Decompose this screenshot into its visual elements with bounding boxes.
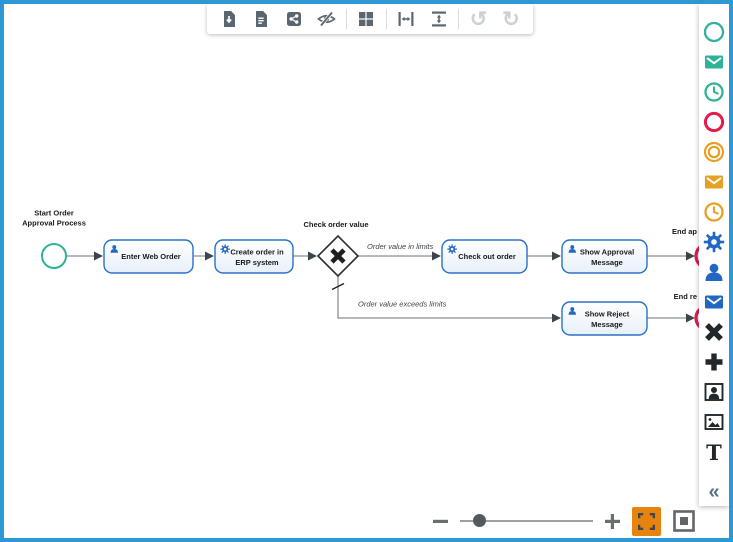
flow-label-exceeds-limits: Order value exceeds limits (358, 300, 447, 309)
palette-message-intermediate-event[interactable] (702, 170, 726, 194)
task-label: Show Approval (580, 248, 634, 257)
bpmn-canvas[interactable]: Start Order Approval Process Enter Web O… (4, 4, 729, 538)
redo-button[interactable]: ↻ (498, 6, 524, 32)
task-show-reject-message[interactable]: Show Reject Message (561, 301, 648, 336)
undo-button[interactable]: ↺ (466, 6, 492, 32)
flow-gateway-to-reject (337, 276, 561, 323)
timer-intermediate-icon (704, 202, 724, 222)
distribute-horizontal-button[interactable] (393, 6, 419, 32)
end-event-approval-label: End ap (672, 227, 697, 236)
undo-icon: ↺ (469, 7, 488, 31)
grid-layout-button[interactable] (353, 6, 379, 32)
share-icon (286, 12, 301, 26)
distribute-horizontal-icon (398, 12, 414, 26)
fit-screen-icon (638, 512, 655, 530)
palette-exclusive-gateway[interactable] (702, 320, 726, 344)
grid-icon (359, 12, 374, 26)
collapse-icon: « (708, 481, 720, 503)
palette-intermediate-event[interactable] (702, 140, 726, 164)
zoom-slider-knob[interactable] (473, 514, 486, 527)
export-document-button[interactable] (216, 6, 242, 32)
image-icon (704, 414, 724, 430)
zoom-in-button[interactable] (604, 513, 621, 530)
report-document-button[interactable] (248, 6, 274, 32)
task-label: Show Reject (585, 310, 630, 319)
toolbar-separator (385, 9, 387, 29)
task-enter-web-order[interactable]: Enter Web Order (103, 239, 194, 274)
gear-icon (703, 231, 725, 253)
sequence-flows[interactable] (66, 251, 695, 323)
palette-start-event[interactable] (702, 20, 726, 44)
gear-icon (447, 244, 457, 254)
task-label: Check out order (458, 252, 516, 261)
report-document-icon (256, 11, 268, 27)
palette-parallel-gateway[interactable] (702, 350, 726, 374)
palette-user-task[interactable] (702, 260, 726, 284)
task-label: Create order in (230, 248, 284, 257)
start-event-node[interactable] (41, 243, 67, 269)
end-event-reject-label: End re (674, 292, 697, 301)
start-event-label: Approval Process (22, 219, 86, 228)
palette-image[interactable] (702, 410, 726, 434)
start-event-icon (703, 21, 725, 43)
palette-timer-intermediate-event[interactable] (702, 200, 726, 224)
intermediate-event-icon (703, 141, 725, 163)
minus-icon (433, 519, 448, 523)
exclusive-gateway-node[interactable] (316, 234, 360, 278)
share-button[interactable] (281, 6, 307, 32)
zoom-out-button[interactable] (432, 513, 449, 530)
palette-end-event[interactable] (702, 110, 726, 134)
message-start-icon (704, 54, 724, 70)
exclusive-gateway-icon (705, 323, 723, 341)
distribute-vertical-button[interactable] (426, 6, 452, 32)
export-document-icon (224, 11, 235, 27)
message-intermediate-icon (704, 174, 724, 190)
toolbar-separator (458, 9, 460, 29)
user-icon (705, 263, 723, 281)
text-tool-icon: T (706, 439, 722, 465)
task-label: Message (591, 258, 623, 267)
palette-text[interactable]: T (702, 440, 726, 464)
task-label: Enter Web Order (121, 252, 181, 261)
zoom-slider-track (460, 520, 593, 522)
redo-icon: ↻ (502, 7, 520, 31)
message-task-icon (704, 294, 724, 310)
end-event-icon (703, 111, 725, 133)
task-create-order-erp[interactable]: Create order in ERP system (214, 239, 294, 274)
zoom-region-icon (673, 510, 695, 532)
shape-palette: T « (699, 4, 729, 506)
zoom-to-region-button[interactable] (672, 509, 696, 533)
toolbar: ↺ ↻ (207, 4, 533, 34)
task-check-out-order[interactable]: Check out order (441, 239, 528, 274)
toolbar-separator (345, 9, 347, 29)
portrait-icon (704, 383, 724, 401)
zoom-slider[interactable] (460, 514, 593, 528)
plus-icon (605, 513, 620, 529)
gear-icon (220, 244, 230, 254)
timer-start-icon (704, 82, 724, 102)
palette-timer-start-event[interactable] (702, 80, 726, 104)
palette-message-start-event[interactable] (702, 50, 726, 74)
hide-preview-button[interactable] (313, 6, 339, 32)
zoom-controls (432, 505, 696, 537)
fit-to-screen-button[interactable] (632, 506, 661, 536)
palette-service-task[interactable] (702, 230, 726, 254)
default-flow-marker (331, 282, 345, 291)
palette-participant[interactable] (702, 380, 726, 404)
palette-collapse-button[interactable]: « (702, 480, 726, 504)
eye-off-icon (317, 11, 336, 27)
distribute-vertical-icon (431, 11, 446, 27)
start-event-label: Start Order (34, 209, 74, 218)
task-label: Message (591, 320, 623, 329)
palette-message-task[interactable] (702, 290, 726, 314)
flow-label-in-limits: Order value in limits (367, 242, 434, 251)
task-show-approval-message[interactable]: Show Approval Message (561, 239, 648, 274)
task-label: ERP system (235, 258, 279, 267)
parallel-gateway-icon (705, 353, 723, 371)
gateway-label: Check order value (303, 220, 368, 229)
